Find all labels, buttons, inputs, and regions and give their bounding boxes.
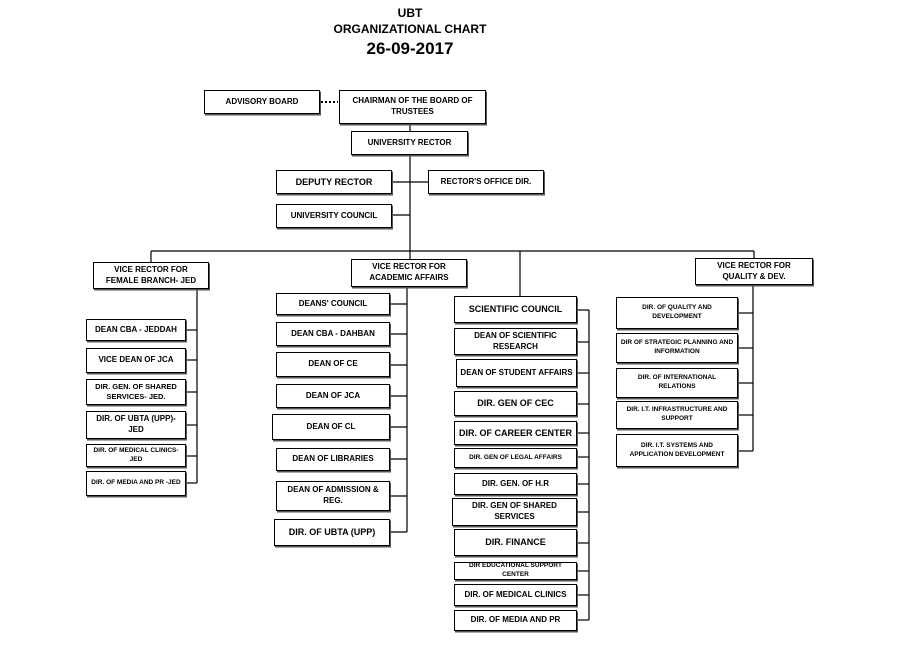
vice-rector-quality: VICE RECTOR FOR QUALITY & DEV.	[695, 258, 813, 285]
quality-item: DIR. I.T. INFRASTRUCTURE AND SUPPORT	[616, 401, 738, 429]
rector-unit-item: DIR EDUCATIONAL SUPPORT CENTER	[454, 562, 577, 580]
quality-item: DIR. OF INTERNATIONAL RELATIONS	[616, 368, 738, 398]
female-branch-item: DIR. OF MEDICAL CLINICS-JED	[86, 444, 186, 467]
academic-item: DEAN OF ADMISSION & REG.	[276, 481, 390, 511]
rector-unit-item: DIR. GEN OF CEC	[454, 391, 577, 416]
female-branch-item: DIR. GEN. OF SHARED SERVICES- JED.	[86, 379, 186, 405]
advisory-board-box: ADVISORY BOARD	[204, 90, 320, 114]
vice-rector-academic-affairs: VICE RECTOR FOR ACADEMIC AFFAIRS	[351, 259, 467, 287]
rector-unit-item: DIR. OF CAREER CENTER	[454, 421, 577, 445]
academic-item: DIR. OF UBTA (UPP)	[274, 519, 390, 546]
quality-item: DIR. OF QUALITY AND DEVELOPMENT	[616, 297, 738, 329]
rector-unit-item: DIR. FINANCE	[454, 529, 577, 556]
deputy-rector-box: DEPUTY RECTOR	[276, 170, 392, 194]
rector-unit-item: DEAN OF SCIENTIFIC RESEARCH	[454, 328, 577, 355]
female-branch-item: DEAN CBA - JEDDAH	[86, 319, 186, 341]
rector-unit-item: DEAN OF STUDENT AFFAIRS	[456, 359, 577, 387]
academic-item: DEAN CBA - DAHBAN	[276, 322, 390, 346]
academic-item: DEAN OF LIBRARIES	[276, 448, 390, 471]
rector-unit-item: DIR. GEN OF SHARED SERVICES	[452, 498, 577, 526]
academic-item: DEAN OF JCA	[276, 384, 390, 408]
rectors-office-box: RECTOR'S OFFICE DIR.	[428, 170, 544, 194]
female-branch-item: DIR. OF UBTA (UPP)-JED	[86, 411, 186, 439]
rector-unit-item: DIR. GEN. OF H.R	[454, 473, 577, 495]
academic-item: DEAN OF CE	[276, 352, 390, 377]
vice-rector-female-branch: VICE RECTOR FOR FEMALE BRANCH- JED	[93, 262, 209, 289]
chairman-box: CHAIRMAN OF THE BOARD OF TRUSTEES	[339, 90, 486, 124]
female-branch-item: DIR. OF MEDIA AND PR -JED	[86, 471, 186, 496]
chart-title: UBT	[397, 6, 423, 20]
rector-unit-item: DIR. OF MEDIA AND PR	[454, 610, 577, 631]
quality-item: DIR. I.T. SYSTEMS AND APPLICATION DEVELO…	[616, 434, 738, 467]
rector-unit-item: SCIENTIFIC COUNCIL	[454, 296, 577, 323]
university-rector-box: UNIVERSITY RECTOR	[351, 131, 468, 155]
university-council-box: UNIVERSITY COUNCIL	[276, 204, 392, 228]
rector-unit-item: DIR. OF MEDICAL CLINICS	[454, 584, 577, 606]
academic-item: DEANS' COUNCIL	[276, 293, 390, 315]
chart-subtitle: ORGANIZATIONAL CHART	[333, 22, 487, 36]
academic-item: DEAN OF CL	[272, 414, 390, 440]
rector-unit-item: DIR. GEN OF LEGAL AFFAIRS	[454, 448, 577, 468]
chart-date: 26-09-2017	[366, 39, 454, 58]
quality-item: DIR OF STRATEGIC PLANNING AND INFORMATIO…	[616, 333, 738, 363]
female-branch-item: VICE DEAN OF JCA	[86, 348, 186, 373]
